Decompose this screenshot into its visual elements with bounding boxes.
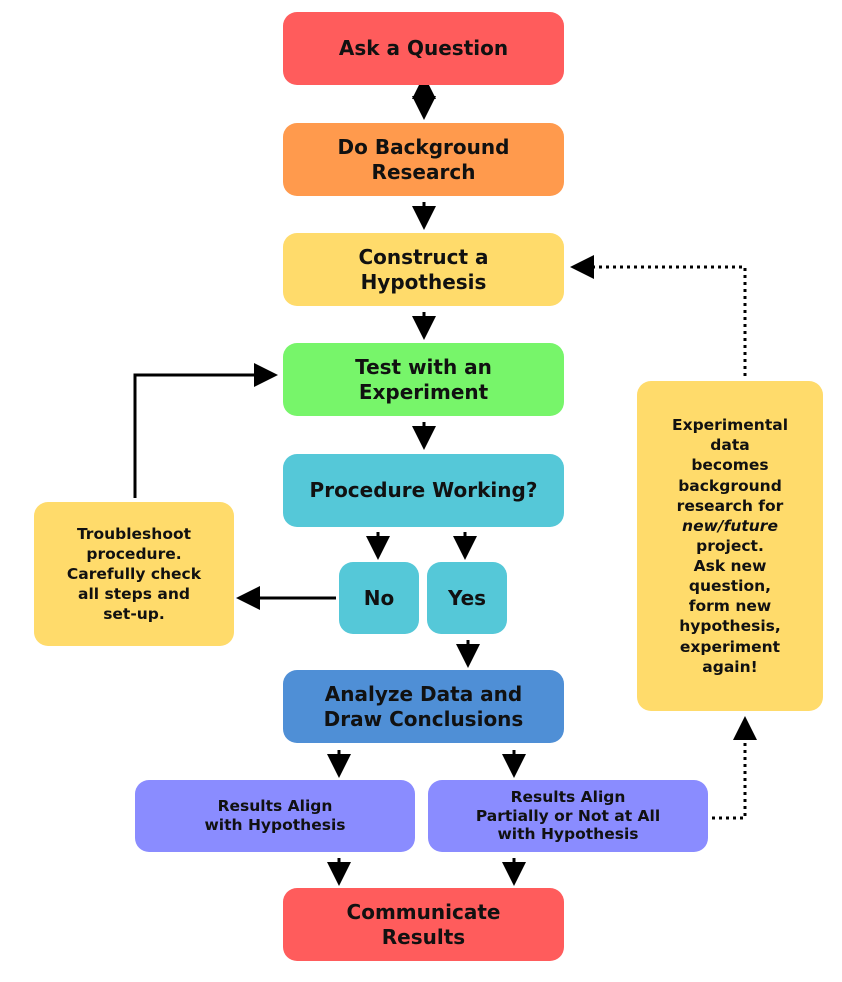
note-text-before: Experimental data becomes background res… xyxy=(671,416,789,515)
node-background-research: Do Background Research xyxy=(283,123,564,196)
node-construct-hypothesis: Construct a Hypothesis xyxy=(283,233,564,306)
node-communicate-results: Communicate Results xyxy=(283,888,564,961)
dotted-arrow-note-to-hypothesis xyxy=(570,255,747,376)
node-no: No xyxy=(339,562,419,634)
dotted-arrow-partial-to-note xyxy=(712,716,757,820)
node-analyze-data: Analyze Data and Draw Conclusions xyxy=(283,670,564,743)
arrow-troubleshoot-experiment xyxy=(133,363,278,498)
node-results-partial: Results Align Partially or Not at All wi… xyxy=(428,780,708,852)
node-procedure-working: Procedure Working? xyxy=(283,454,564,527)
node-yes: Yes xyxy=(427,562,507,634)
note-experimental-data: Experimental data becomes background res… xyxy=(637,381,823,711)
node-test-experiment: Test with an Experiment xyxy=(283,343,564,416)
note-experimental-data-text: Experimental data becomes background res… xyxy=(672,415,788,677)
node-results-align: Results Align with Hypothesis xyxy=(135,780,415,852)
note-text-after: project. Ask new question, form new hypo… xyxy=(679,536,781,676)
note-text-emphasis: new/future xyxy=(682,516,778,535)
node-ask-a-question: Ask a Question xyxy=(283,12,564,85)
note-troubleshoot: Troubleshoot procedure. Carefully check … xyxy=(34,502,234,646)
